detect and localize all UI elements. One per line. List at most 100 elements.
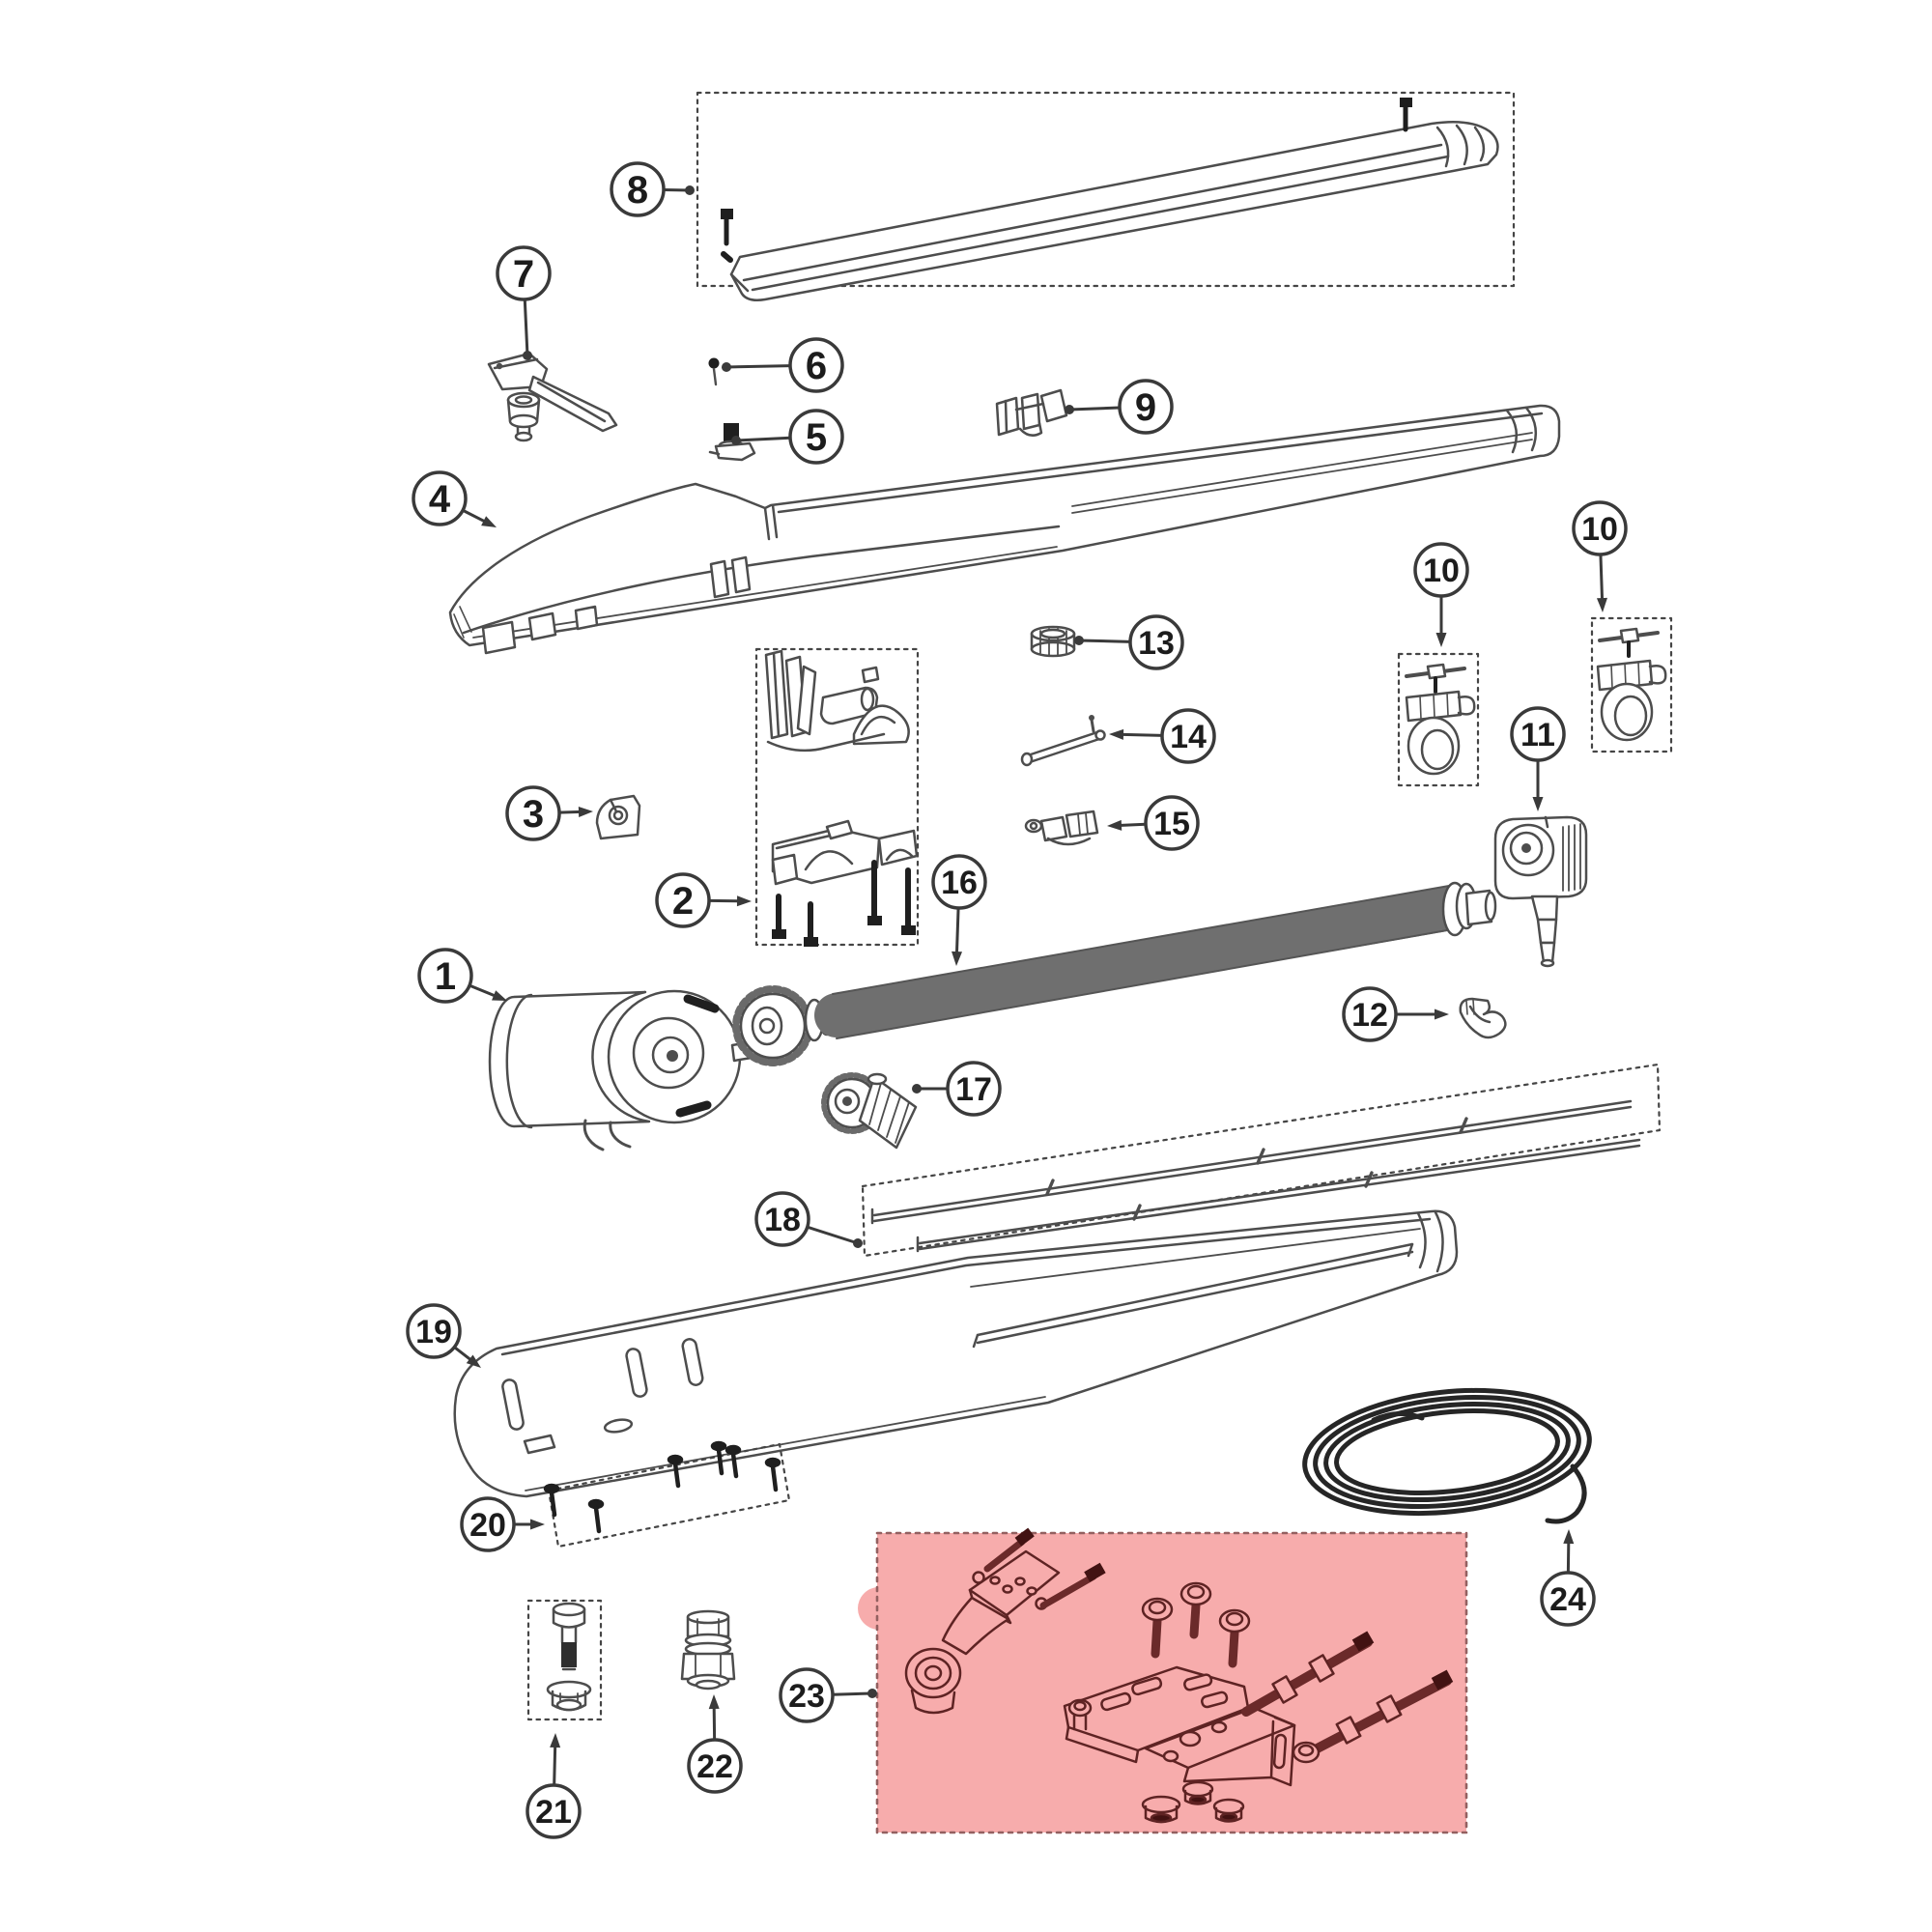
leader-arrowhead-icon [952,951,963,966]
callout-balloon [496,245,552,301]
callout-16[interactable]: 16 [931,854,987,966]
callout-balloon [788,337,844,393]
part-10-left-hose-clamp [1405,663,1476,776]
callout-15[interactable]: 15 [1107,795,1200,851]
part-23-mounting-hardware [904,1527,1454,1824]
part-12-saddle-clamp [1459,997,1507,1039]
callout-balloon [1118,379,1174,435]
callout-10a[interactable]: 10 [1413,542,1469,647]
callout-9[interactable]: 9 [1065,379,1174,435]
callout-leader-line [832,1691,873,1696]
callout-number: 6 [806,345,827,387]
callout-leader-line [725,364,791,369]
leader-arrowhead-icon [1532,797,1544,811]
callout-balloon [610,161,666,217]
leader-arrowhead-icon [736,895,752,907]
leader-dot-icon [912,1084,922,1094]
callout-12[interactable]: 12 [1342,986,1449,1042]
callout-number: 4 [429,478,451,521]
part-2-clamp-assembly [764,649,919,886]
callout-balloon [1128,614,1184,670]
callout-number: 11 [1520,717,1555,753]
callout-number: 8 [627,169,648,212]
callout-4[interactable]: 4 [412,470,497,527]
callout-8[interactable]: 8 [610,161,695,217]
callout-balloon [931,854,987,910]
leader-dot-icon [722,362,731,372]
callout-balloon [1572,500,1628,556]
callout-18[interactable]: 18 [754,1191,863,1248]
callout-number: 9 [1135,386,1156,429]
callout-3[interactable]: 3 [505,785,593,841]
callouts-layer: 8 7 6 5 9 4 13 10 10 14 15 11 3 2 16 1 17 12 18 19 20 21 22 23 2… [406,161,1628,1839]
callout-20[interactable]: 20 [460,1496,545,1552]
callout-number: 18 [764,1202,801,1238]
callout-11[interactable]: 11 [1510,706,1566,811]
callout-number: 22 [696,1748,733,1785]
leader-arrowhead-icon [492,990,507,1001]
leader-dot-icon [1065,405,1074,414]
callout-number: 23 [788,1678,825,1715]
part-2-bolts [772,860,916,947]
callout-number: 13 [1138,625,1175,662]
callout-leader-line [735,436,791,442]
callout-balloon [1144,795,1200,851]
callout-1[interactable]: 1 [417,948,507,1004]
callout-balloon [406,1303,462,1359]
callout-13[interactable]: 13 [1074,614,1184,670]
leader-dot-icon [685,185,695,195]
callout-number: 7 [513,253,534,296]
part-1-motor [488,989,784,1151]
callout-balloon [788,409,844,465]
callout-number: 12 [1351,997,1388,1034]
callout-balloon [1160,708,1216,764]
leader-arrowhead-icon [481,516,497,527]
callout-7[interactable]: 7 [496,245,552,360]
leader-arrowhead-icon [530,1519,545,1530]
leader-dot-icon [867,1689,877,1698]
callout-leader-line [1599,554,1605,605]
part-17-bevel-gears [821,1072,918,1150]
leader-dot-icon [731,436,741,445]
part-11-gearbox-head [1493,815,1588,968]
callout-21[interactable]: 21 [526,1733,582,1839]
callout-balloon [1510,706,1566,762]
group-box-part-21 [526,1599,603,1721]
part-14-link-rod [1020,715,1106,767]
callout-24[interactable]: 24 [1540,1529,1596,1627]
leader-dot-icon [1074,636,1084,645]
callout-22[interactable]: 22 [687,1694,743,1794]
callout-6[interactable]: 6 [722,337,844,393]
callout-19[interactable]: 19 [406,1303,481,1368]
callout-number: 1 [435,955,456,998]
callout-number: 17 [955,1071,992,1108]
callout-leader-line [1117,732,1163,737]
callout-balloon [779,1667,835,1723]
callout-2[interactable]: 2 [655,872,752,928]
callout-leader-line [523,298,529,356]
leader-arrowhead-icon [578,806,593,817]
callout-number: 15 [1153,806,1190,842]
callout-balloon [687,1738,743,1794]
part-9-limit-clamp [995,388,1068,437]
callout-balloon [1540,1571,1596,1627]
callout-number: 20 [469,1507,506,1544]
callout-balloon [460,1496,516,1552]
callout-balloon [417,948,473,1004]
callout-leader-line [807,1225,859,1245]
callout-balloon [412,470,468,526]
callout-10b[interactable]: 10 [1572,500,1628,612]
leader-arrowhead-icon [466,1354,481,1368]
callout-number: 19 [415,1314,452,1350]
callout-number: 5 [806,416,827,459]
callout-17[interactable]: 17 [912,1061,1002,1117]
leader-arrowhead-icon [1596,597,1607,612]
callout-23[interactable]: 23 [779,1667,877,1723]
callout-5[interactable]: 5 [731,409,844,465]
part-24-cable-coil [1302,1387,1592,1524]
callout-14[interactable]: 14 [1109,708,1216,764]
callout-leader-line [553,1741,557,1786]
part-7-release-arm [487,352,618,442]
callout-balloon [754,1191,810,1247]
